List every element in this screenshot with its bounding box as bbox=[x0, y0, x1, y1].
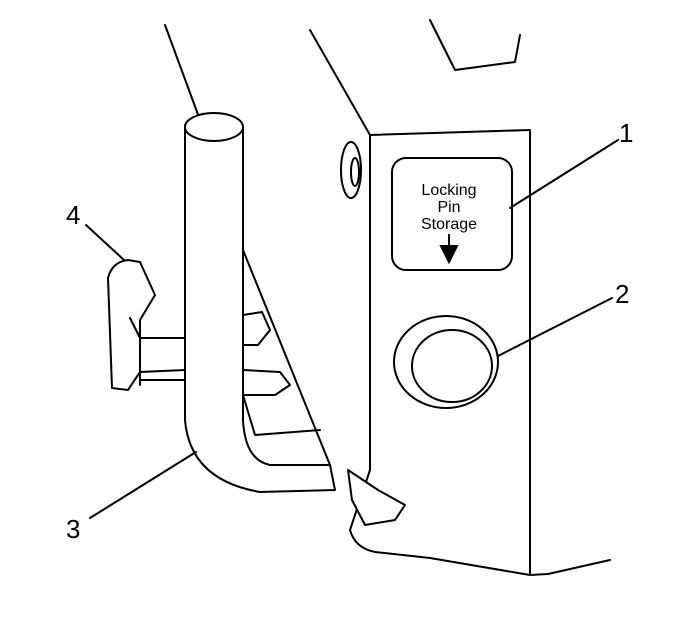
storage-label-line1: Locking bbox=[421, 182, 476, 199]
side-hole bbox=[340, 141, 362, 199]
callout-1: 1 bbox=[619, 118, 633, 148]
callout-4: 4 bbox=[66, 200, 80, 230]
hitch-bar bbox=[107, 259, 291, 396]
locking-pin-storage-plate: Locking Pin Storage bbox=[391, 157, 513, 271]
callout-2: 2 bbox=[615, 279, 629, 309]
round-plug bbox=[393, 315, 499, 409]
leader-1 bbox=[509, 139, 619, 209]
callout-3: 3 bbox=[66, 514, 80, 544]
drawbar-shaft bbox=[164, 24, 336, 493]
storage-label-line2: Pin bbox=[437, 199, 460, 216]
down-arrow-icon bbox=[439, 234, 459, 265]
receiver-housing bbox=[309, 19, 611, 576]
leader-2 bbox=[497, 297, 613, 357]
leader-3 bbox=[89, 451, 197, 519]
lower-latch bbox=[347, 469, 406, 526]
leader-4 bbox=[85, 224, 125, 261]
leader-lines bbox=[85, 139, 619, 519]
storage-label-line3: Storage bbox=[421, 216, 477, 233]
